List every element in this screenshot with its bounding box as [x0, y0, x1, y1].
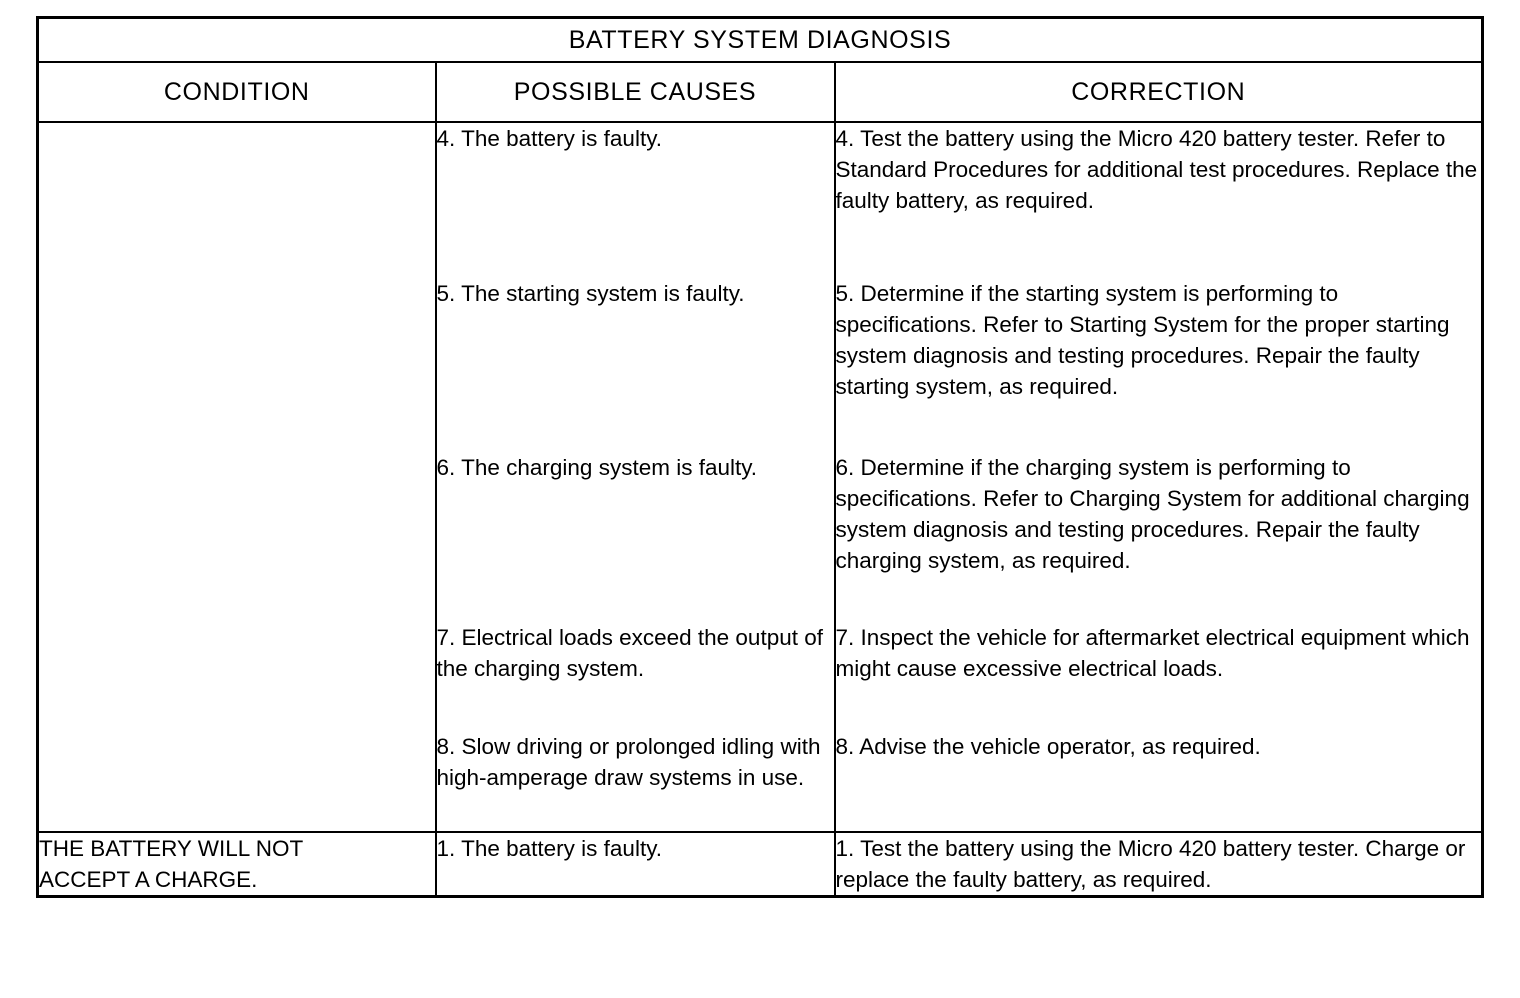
condition-cell: THE BATTERY WILL NOT ACCEPT A CHARGE.	[36, 831, 437, 898]
correction-cell: 1. Test the battery using the Micro 420 …	[833, 831, 1484, 898]
cause-item: 6. The charging system is faulty.	[436, 455, 758, 480]
correction-item: 5. Determine if the starting system is p…	[835, 281, 1450, 399]
condition-line: ACCEPT A CHARGE.	[39, 867, 258, 892]
possible-causes-cell: 4. The battery is faulty. 5. The startin…	[434, 121, 836, 833]
cause-item: 7. Electrical loads exceed the output of…	[436, 625, 824, 681]
condition-line: THE BATTERY WILL NOT	[39, 836, 304, 861]
table-title: BATTERY SYSTEM DIAGNOSIS	[36, 16, 1484, 63]
battery-system-diagnosis-table: BATTERY SYSTEM DIAGNOSIS CONDITION POSSI…	[36, 16, 1484, 898]
cause-item: 4. The battery is faulty.	[436, 126, 663, 151]
table-header-row: CONDITION POSSIBLE CAUSES CORRECTION	[36, 61, 1484, 123]
correction-item: 1. Test the battery using the Micro 420 …	[835, 836, 1466, 892]
table-row: THE BATTERY WILL NOT ACCEPT A CHARGE. 1.…	[36, 831, 1484, 898]
column-header-correction: CORRECTION	[833, 61, 1484, 123]
table-title-row: BATTERY SYSTEM DIAGNOSIS	[36, 16, 1484, 63]
column-header-condition: CONDITION	[36, 61, 437, 123]
cause-item: 1. The battery is faulty.	[436, 836, 663, 861]
correction-cell: 4. Test the battery using the Micro 420 …	[833, 121, 1484, 833]
table-row: 4. The battery is faulty. 5. The startin…	[36, 121, 1484, 833]
correction-item: 7. Inspect the vehicle for aftermarket e…	[835, 625, 1470, 681]
correction-item: 4. Test the battery using the Micro 420 …	[835, 126, 1478, 213]
condition-cell-empty	[36, 121, 437, 833]
cause-item: 5. The starting system is faulty.	[436, 281, 745, 306]
correction-item: 8. Advise the vehicle operator, as requi…	[835, 734, 1261, 759]
column-header-possible-causes: POSSIBLE CAUSES	[434, 61, 836, 123]
possible-causes-cell: 1. The battery is faulty.	[434, 831, 836, 898]
cause-item: 8. Slow driving or prolonged idling with…	[436, 734, 821, 790]
correction-item: 6. Determine if the charging system is p…	[835, 455, 1470, 573]
